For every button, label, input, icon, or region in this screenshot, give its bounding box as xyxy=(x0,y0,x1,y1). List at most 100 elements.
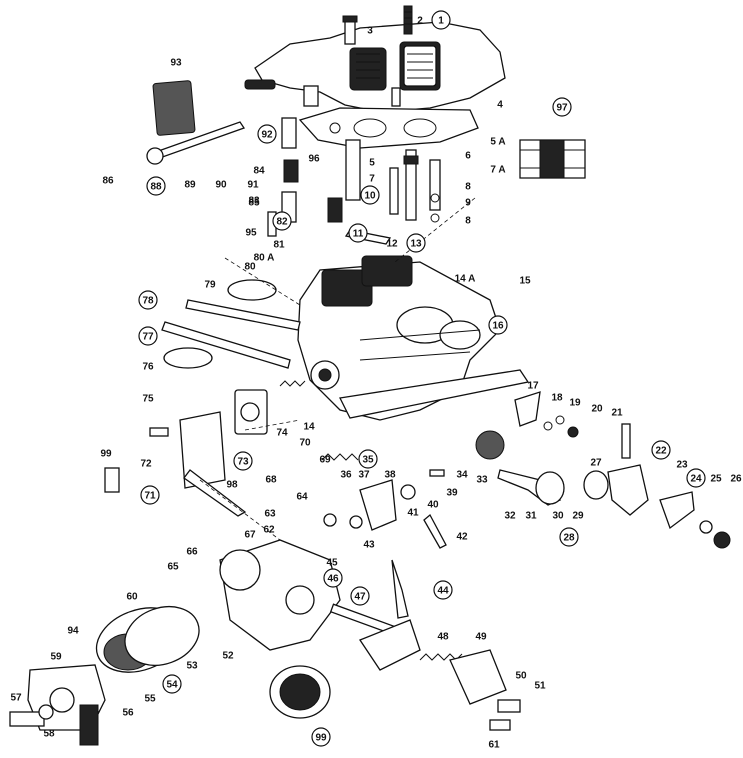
callout-number: 50 xyxy=(515,671,527,682)
callout-number: 56 xyxy=(122,708,134,719)
callout-number: 29 xyxy=(572,511,584,522)
callout-1: 1 xyxy=(431,10,451,30)
callout-ring xyxy=(686,468,706,488)
callout-number: 48 xyxy=(437,632,449,643)
callout-number: 46 xyxy=(327,574,339,585)
callout-71: 71 xyxy=(140,485,160,505)
callout-number: 5 A xyxy=(490,137,505,148)
diaphragm-cover xyxy=(95,606,200,673)
callout-number: 3 xyxy=(367,26,373,37)
callout-number: 81 xyxy=(273,240,285,251)
callout-number: 80 A xyxy=(254,253,275,264)
main-body xyxy=(297,255,530,421)
callout-number: 8 xyxy=(465,182,471,193)
callout-number: 84 xyxy=(253,166,265,177)
callout-83: 83 xyxy=(248,196,260,207)
callout-54: 54 xyxy=(162,674,182,694)
callout-5a: 5 A xyxy=(490,137,505,148)
callout-number: 32 xyxy=(504,511,516,522)
callout-80a: 80 A xyxy=(254,253,275,264)
callout-number: 22 xyxy=(655,446,667,457)
callout-70: 70 xyxy=(299,438,311,449)
spring-69 xyxy=(279,380,359,461)
callout-56: 56 xyxy=(122,708,134,719)
callout-number: 20 xyxy=(591,404,603,415)
callout-number: 34 xyxy=(456,470,468,481)
callout-number: 60 xyxy=(126,592,138,603)
callout-ring xyxy=(146,176,166,196)
callout-ring xyxy=(233,451,253,471)
callout-number: 96 xyxy=(308,154,320,165)
choke-plate-93 xyxy=(152,80,196,136)
callout-25: 25 xyxy=(710,474,722,485)
callout-number: 8 xyxy=(465,216,471,227)
callout-41: 41 xyxy=(407,508,419,519)
callout-14a: 14 A xyxy=(455,274,476,285)
callout-78: 78 xyxy=(138,290,158,310)
callout-number: 16 xyxy=(492,321,504,332)
callout-22: 22 xyxy=(651,440,671,460)
callout-number: 37 xyxy=(358,470,370,481)
callout-number: 99 xyxy=(315,733,327,744)
filter-99 xyxy=(269,665,331,719)
callout-ring xyxy=(431,10,451,30)
callout-ring xyxy=(559,527,579,547)
callout-ring xyxy=(138,326,158,346)
callout-number: 10 xyxy=(364,191,376,202)
callout-15: 15 xyxy=(519,276,531,287)
callout-94: 94 xyxy=(67,626,79,637)
callout-69: 69 xyxy=(319,455,331,466)
callout-ring xyxy=(358,449,378,469)
callout-number: 74 xyxy=(276,428,288,439)
linkage-27-33 xyxy=(475,430,731,549)
callout-number: 73 xyxy=(237,457,249,468)
jet-column-5-13 xyxy=(327,139,441,245)
callout-11: 11 xyxy=(348,223,368,243)
callout-ring xyxy=(350,586,370,606)
callout-16: 16 xyxy=(488,315,508,335)
callout-51: 51 xyxy=(534,681,546,692)
callout-number: 14 xyxy=(303,422,315,433)
callout-67: 67 xyxy=(244,530,256,541)
callout-number: 86 xyxy=(102,176,114,187)
callout-number: 64 xyxy=(296,492,308,503)
callout-37: 37 xyxy=(358,470,370,481)
callout-number: 21 xyxy=(611,408,623,419)
callout-ring xyxy=(162,674,182,694)
callout-57: 57 xyxy=(10,693,22,704)
callout-ring xyxy=(433,580,453,600)
callout-number: 67 xyxy=(244,530,256,541)
lower-pump-body xyxy=(219,539,421,671)
callout-number: 83 xyxy=(248,196,260,207)
callout-number: 51 xyxy=(534,681,546,692)
jet-assembly-83-92 xyxy=(267,117,299,237)
callout-5: 5 xyxy=(369,158,375,169)
callout-number: 31 xyxy=(525,511,537,522)
callout-number: 89 xyxy=(184,180,196,191)
callout-82: 82 xyxy=(272,211,292,231)
callout-ring xyxy=(488,315,508,335)
callout-36: 36 xyxy=(340,470,352,481)
callout-number: 71 xyxy=(144,491,156,502)
callout-19: 19 xyxy=(569,398,581,409)
callout-62: 62 xyxy=(263,525,275,536)
callout-number: 80 xyxy=(244,262,256,273)
callout-13: 13 xyxy=(406,233,426,253)
callout-number: 59 xyxy=(50,652,62,663)
callout-49: 49 xyxy=(475,632,487,643)
callout-number: 88 xyxy=(150,182,162,193)
callout-ring xyxy=(272,211,292,231)
callout-number: 93 xyxy=(170,58,182,69)
callout-number: 76 xyxy=(142,362,154,373)
callout-number: 79 xyxy=(204,280,216,291)
callout-43: 43 xyxy=(363,540,375,551)
callout-number: 70 xyxy=(299,438,311,449)
callout-ring xyxy=(651,440,671,460)
callout-ring xyxy=(360,185,380,205)
callout-47: 47 xyxy=(350,586,370,606)
callout-75: 75 xyxy=(142,394,154,405)
callout-80: 80 xyxy=(244,262,256,273)
callout-number: 41 xyxy=(407,508,419,519)
callout-97: 97 xyxy=(552,97,572,117)
